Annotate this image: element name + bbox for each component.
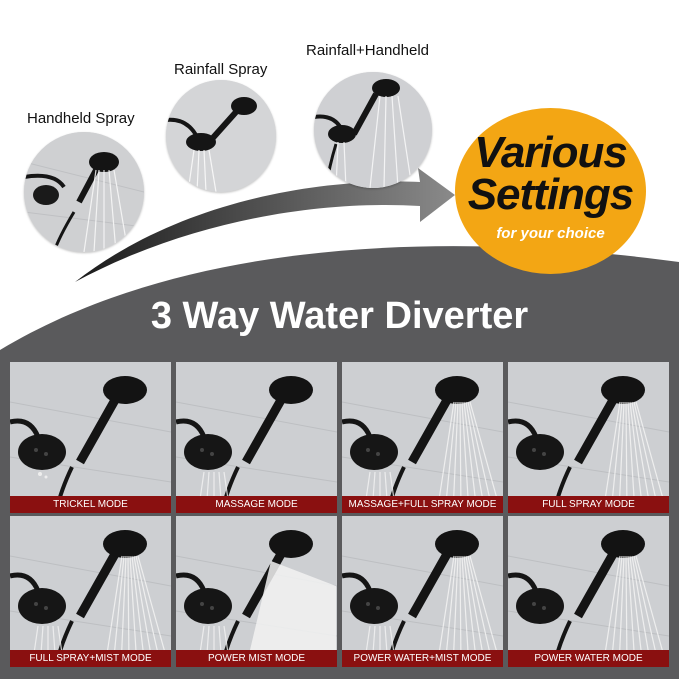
mode-tile: POWER MIST MODE [176,516,337,667]
mode-tile: POWER WATER MODE [508,516,669,667]
mode-tile: FULL SPRAY+MIST MODE [10,516,171,667]
handheld-spray-label: Handheld Spray [27,110,135,127]
rainfall-spray-label: Rainfall Spray [174,61,268,78]
mode-caption: MASSAGE MODE [176,496,337,513]
mode-caption: TRICKEL MODE [10,496,171,513]
mode-photo [342,516,503,667]
mode-photo [10,516,171,667]
mode-photo [508,362,669,513]
rainfall-handheld-photo [314,72,432,188]
mode-tile: POWER WATER+MIST MODE [342,516,503,667]
mode-tile: MASSAGE+FULL SPRAY MODE [342,362,503,513]
mode-caption: POWER MIST MODE [176,650,337,667]
mode-caption: FULL SPRAY+MIST MODE [10,650,171,667]
rainfall-spray-photo [166,80,276,192]
mode-caption: MASSAGE+FULL SPRAY MODE [342,496,503,513]
mode-photo [176,362,337,513]
arrow-icon [75,168,455,282]
badge-line2: Settings [467,170,635,219]
mode-caption: FULL SPRAY MODE [508,496,669,513]
mode-tile: TRICKEL MODE [10,362,171,513]
badge-line3: for your choice [496,225,605,242]
badge-line1: Various [474,128,628,177]
mode-photo [342,362,503,513]
mode-tile: FULL SPRAY MODE [508,362,669,513]
mode-caption: POWER WATER MODE [508,650,669,667]
mode-photo [508,516,669,667]
mode-caption: POWER WATER+MIST MODE [342,650,503,667]
mode-photo [176,516,337,667]
mode-photo [10,362,171,513]
various-settings-badge: Various Settings for your choice [455,108,646,274]
headline: 3 Way Water Diverter [150,295,529,337]
handheld-spray-photo [24,132,144,252]
rainfall-handheld-label: Rainfall+Handheld [306,42,430,59]
mode-tile: MASSAGE MODE [176,362,337,513]
